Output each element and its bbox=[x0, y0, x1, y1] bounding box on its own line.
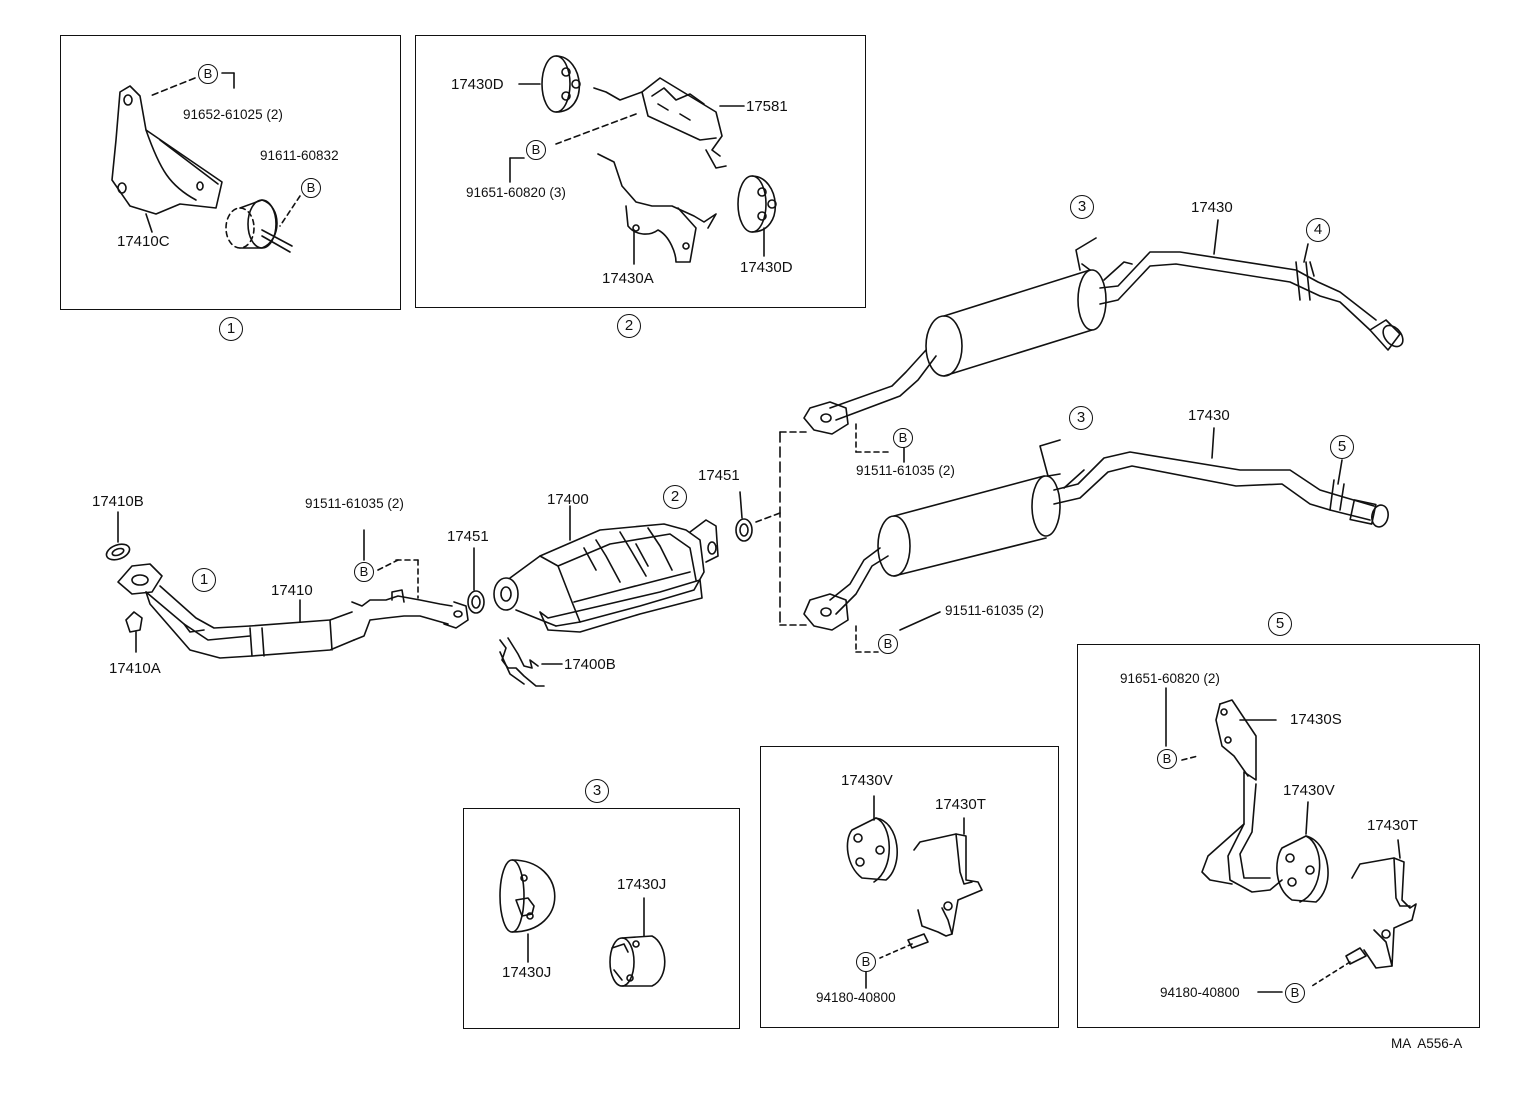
part-label-94180-40800-detail5: 94180-40800 bbox=[1160, 985, 1240, 1000]
bolt-symbol: B bbox=[1157, 749, 1177, 769]
part-label-17581: 17581 bbox=[746, 98, 788, 115]
part-label-17430D-top: 17430D bbox=[451, 76, 504, 93]
bolt-symbol: B bbox=[878, 634, 898, 654]
part-label-91611-60832: 91611-60832 bbox=[260, 148, 339, 163]
part-label-17430J-left: 17430J bbox=[502, 964, 552, 981]
detail-box-2 bbox=[415, 35, 866, 308]
part-label-17410A: 17410A bbox=[109, 660, 161, 677]
callout-3-lower: 3 bbox=[1069, 406, 1093, 430]
part-label-17430D-bottom: 17430D bbox=[740, 259, 793, 276]
front-pipe-art bbox=[104, 512, 484, 658]
part-label-91651-60820-2: 91651-60820 (2) bbox=[1120, 671, 1220, 686]
callout-3-upper: 3 bbox=[1070, 195, 1094, 219]
part-label-17430-upper: 17430 bbox=[1191, 199, 1233, 216]
part-label-17430-lower: 17430 bbox=[1188, 407, 1230, 424]
detail-box-1 bbox=[60, 35, 401, 310]
part-label-17430S: 17430S bbox=[1290, 711, 1342, 728]
detail-1-art bbox=[112, 73, 300, 252]
bolt-symbol: B bbox=[893, 428, 913, 448]
bolt-symbol: B bbox=[301, 178, 321, 198]
part-label-17410C: 17410C bbox=[117, 233, 170, 250]
callout-1-detail: 1 bbox=[219, 317, 243, 341]
part-label-17400: 17400 bbox=[547, 491, 589, 508]
part-label-17430T-detail5: 17430T bbox=[1367, 817, 1418, 834]
detail-box-3 bbox=[463, 808, 740, 1029]
bolt-symbol: B bbox=[354, 562, 374, 582]
diagram-reference-code: MA A556-A bbox=[1391, 1036, 1463, 1051]
part-label-91651-60820-3: 91651-60820 (3) bbox=[466, 185, 566, 200]
callout-5-main: 5 bbox=[1330, 435, 1354, 459]
callout-5-detail: 5 bbox=[1268, 612, 1292, 636]
detail-4-art bbox=[847, 796, 982, 988]
part-label-17430T-detail4: 17430T bbox=[935, 796, 986, 813]
part-label-91511-61035-front: 91511-61035 (2) bbox=[305, 496, 404, 511]
part-label-91511-61035-upper: 91511-61035 (2) bbox=[856, 463, 955, 478]
detail-box-4 bbox=[760, 746, 1059, 1028]
part-label-17400B: 17400B bbox=[564, 656, 616, 673]
bolt-symbol: B bbox=[526, 140, 546, 160]
callout-2-detail: 2 bbox=[617, 314, 641, 338]
bolt-symbol: B bbox=[1285, 983, 1305, 1003]
detail-5-art bbox=[1166, 688, 1416, 992]
part-label-17451-right: 17451 bbox=[698, 467, 740, 484]
detail-3-art bbox=[500, 860, 665, 986]
converter-art bbox=[494, 492, 752, 686]
callout-3-detail: 3 bbox=[585, 779, 609, 803]
detail-2-art bbox=[510, 56, 776, 264]
tail-pipe-upper-art bbox=[756, 220, 1407, 625]
bolt-symbol: B bbox=[856, 952, 876, 972]
part-label-17451-mid: 17451 bbox=[447, 528, 489, 545]
callout-1-main: 1 bbox=[192, 568, 216, 592]
callout-4: 4 bbox=[1306, 218, 1330, 242]
part-label-17430J-right: 17430J bbox=[617, 876, 667, 893]
part-label-17430A: 17430A bbox=[602, 270, 654, 287]
part-label-17410: 17410 bbox=[271, 582, 313, 599]
detail-box-5 bbox=[1077, 644, 1480, 1028]
callout-2-main: 2 bbox=[663, 485, 687, 509]
part-label-17410B: 17410B bbox=[92, 493, 144, 510]
part-label-17430V-detail4: 17430V bbox=[841, 772, 893, 789]
bolt-symbol: B bbox=[198, 64, 218, 84]
part-label-91511-61035-lower: 91511-61035 (2) bbox=[945, 603, 1044, 618]
part-label-94180-40800-detail4: 94180-40800 bbox=[816, 990, 896, 1005]
part-label-17430V-detail5: 17430V bbox=[1283, 782, 1335, 799]
tail-pipe-lower-art bbox=[804, 428, 1390, 652]
part-label-91652-61025: 91652-61025 (2) bbox=[183, 107, 283, 122]
